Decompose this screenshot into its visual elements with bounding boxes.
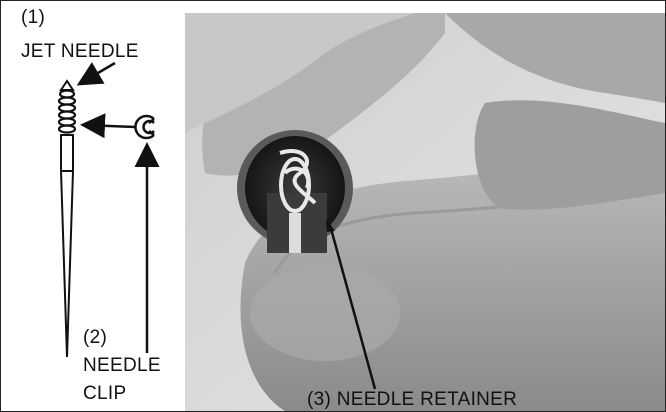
- needle-retainer-label: (3) NEEDLE RETAINER: [307, 389, 517, 411]
- arrow-clip-to-groove: [85, 125, 135, 127]
- photo-hand-with-needle-retainer: [185, 13, 665, 411]
- needle-drawing: [1, 1, 183, 411]
- needle-grooves: [59, 91, 75, 133]
- arrow-jet-needle: [81, 63, 115, 83]
- needle-clip-icon: [135, 116, 154, 138]
- needle-tip-cap: [61, 81, 73, 90]
- needle-clip-number: (2): [83, 327, 107, 349]
- needle-clip-label-line1: NEEDLE: [83, 355, 161, 377]
- photo-illustration: [185, 13, 665, 411]
- needle-clip-label-line2: CLIP: [83, 383, 126, 405]
- needle-diagram: (1) JET NEEDLE: [1, 1, 183, 411]
- needle-taper: [61, 171, 73, 357]
- needle-body: [61, 135, 73, 171]
